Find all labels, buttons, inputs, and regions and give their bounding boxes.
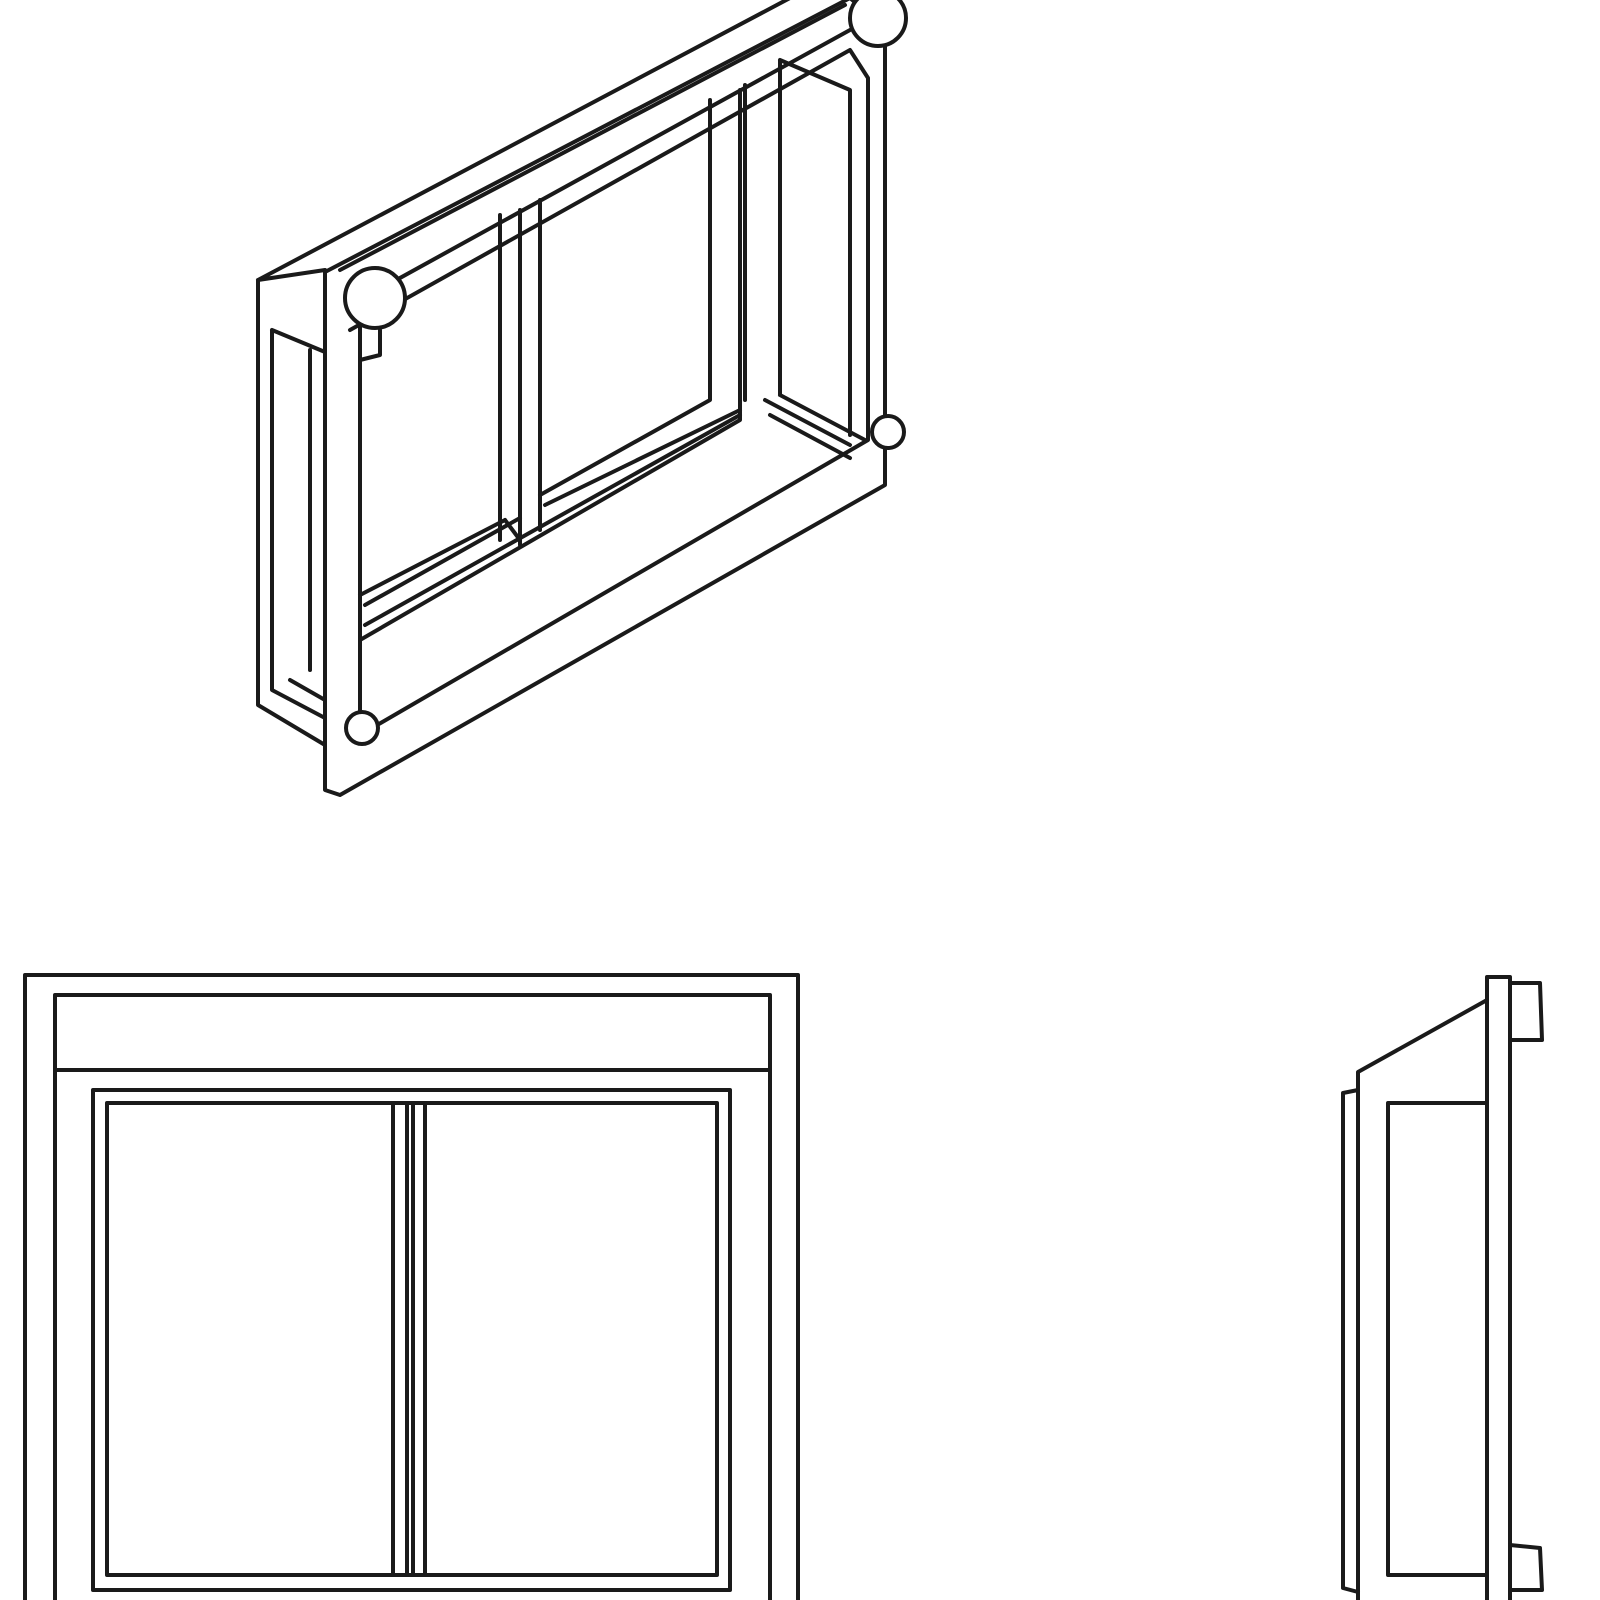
side-body [1356,998,1489,1600]
pin-bottom-left [344,710,380,746]
pin-bottom-right [870,414,906,450]
front-sash-outer [91,1088,732,1592]
front-inner-frame [53,993,772,1600]
mullion [498,198,542,547]
front-view [23,973,800,1600]
side-strip [1341,1088,1360,1594]
side-knob-top [1508,981,1544,1042]
side-inner-rect [1386,1101,1489,1577]
front-frame-outline [323,0,887,797]
right-recess [743,58,867,460]
side-knob-bottom [1508,1543,1544,1592]
front-outer-frame [23,973,800,1600]
side-view [1341,975,1544,1600]
sash-outline [358,28,852,642]
pin-top-left [343,266,407,330]
front-mullion [391,1101,427,1577]
pin-top-left-stem [358,323,382,362]
back-box-outline [256,0,791,747]
isometric-view [256,0,908,797]
pin-top-right [848,0,908,48]
side-plate [1485,975,1512,1600]
